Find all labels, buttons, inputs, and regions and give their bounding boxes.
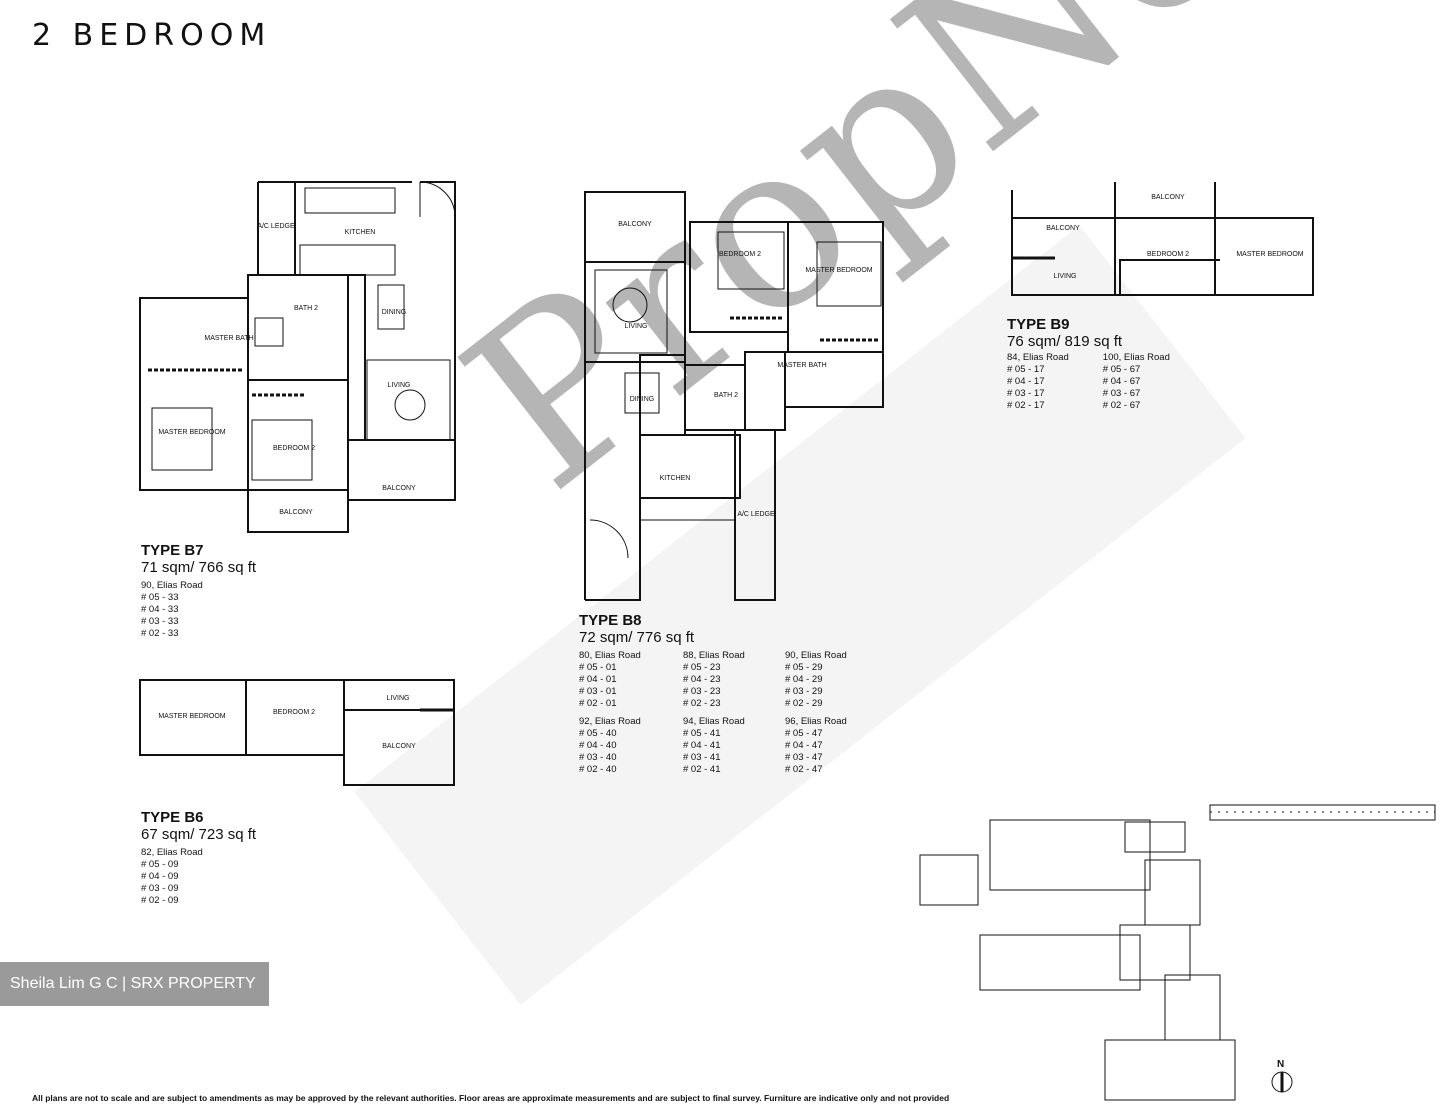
unit-b8-caption: TYPE B8 72 sqm/ 776 sq ft 80, Elias Road… (579, 612, 885, 776)
svg-text:MASTER BEDROOM: MASTER BEDROOM (158, 713, 225, 720)
room-labels-b8: BALCONY BEDROOM 2 MASTER BEDROOM LIVING … (618, 221, 873, 518)
unit-b7-block-0: 90, Elias Road # 05 - 33 # 04 - 33 # 03 … (141, 580, 203, 639)
room-labels-b6: MASTER BEDROOM BEDROOM 2 LIVING BALCONY (158, 695, 416, 750)
svg-text:BALCONY: BALCONY (382, 743, 416, 750)
svg-text:BALCONY: BALCONY (382, 485, 416, 492)
unit-b9-block-1: 100, Elias Road # 05 - 67 # 04 - 67 # 03… (1102, 352, 1170, 411)
svg-text:BATH 2: BATH 2 (294, 305, 318, 312)
unit-b7-caption: TYPE B7 71 sqm/ 766 sq ft 90, Elias Road… (141, 542, 256, 640)
unit-b8-block-5: 96, Elias Road # 05 - 47 # 04 - 47 # 03 … (785, 716, 847, 775)
svg-text:BEDROOM 2: BEDROOM 2 (273, 445, 315, 452)
unit-b6-block-0: 82, Elias Road # 05 - 09 # 04 - 09 # 03 … (141, 847, 203, 906)
unit-b6-area: 67 sqm/ 723 sq ft (141, 826, 257, 843)
unit-b8-block-4: 94, Elias Road # 05 - 41 # 04 - 41 # 03 … (683, 716, 745, 775)
unit-b8-area: 72 sqm/ 776 sq ft (579, 629, 695, 646)
unit-b9-block-0: 84, Elias Road # 05 - 17 # 04 - 17 # 03 … (1007, 352, 1069, 411)
svg-text:BALCONY: BALCONY (1151, 194, 1185, 201)
page-title: 2 BEDROOM (32, 18, 272, 53)
svg-text:MASTER BATH: MASTER BATH (204, 335, 253, 342)
plan-b9 (1011, 182, 1314, 296)
site-map (919, 804, 1436, 1101)
svg-text:A/C LEDGE: A/C LEDGE (737, 511, 775, 518)
room-labels-b9: BALCONY BALCONY LIVING BEDROOM 2 MASTER … (1046, 194, 1304, 280)
svg-text:MASTER BEDROOM: MASTER BEDROOM (1236, 251, 1303, 258)
svg-text:KITCHEN: KITCHEN (345, 229, 376, 236)
unit-b9-area: 76 sqm/ 819 sq ft (1007, 333, 1123, 350)
svg-text:BALCONY: BALCONY (618, 221, 652, 228)
svg-text:BEDROOM 2: BEDROOM 2 (273, 709, 315, 716)
svg-text:A/C LEDGE: A/C LEDGE (257, 223, 295, 230)
svg-text:BATH 2: BATH 2 (714, 392, 738, 399)
svg-text:DINING: DINING (630, 396, 655, 403)
unit-b8-block-2: 90, Elias Road # 05 - 29 # 04 - 29 # 03 … (785, 650, 847, 709)
svg-text:LIVING: LIVING (387, 695, 410, 702)
unit-b8-block-0: 80, Elias Road # 05 - 01 # 04 - 01 # 03 … (579, 650, 641, 709)
unit-b6-caption: TYPE B6 67 sqm/ 723 sq ft 82, Elias Road… (141, 809, 256, 907)
plan-b7 (139, 181, 456, 533)
svg-text:BEDROOM 2: BEDROOM 2 (1147, 251, 1189, 258)
svg-text:KITCHEN: KITCHEN (660, 475, 691, 482)
svg-text:MASTER BEDROOM: MASTER BEDROOM (805, 267, 872, 274)
plan-b6 (139, 679, 455, 786)
svg-text:BALCONY: BALCONY (1046, 225, 1080, 232)
unit-b7-name: TYPE B7 (141, 542, 204, 559)
svg-text:MASTER BATH: MASTER BATH (777, 362, 826, 369)
unit-b8-name: TYPE B8 (579, 612, 642, 629)
plan-b8 (584, 191, 884, 601)
svg-text:LIVING: LIVING (625, 323, 648, 330)
svg-text:MASTER BEDROOM: MASTER BEDROOM (158, 429, 225, 436)
north-label: N (1277, 1059, 1285, 1070)
agent-badge: Sheila Lim G C | SRX PROPERTY (0, 962, 269, 1006)
svg-text:DINING: DINING (382, 309, 407, 316)
disclaimer-text: All plans are not to scale and are subje… (32, 1093, 950, 1103)
unit-b6-name: TYPE B6 (141, 809, 204, 826)
unit-b9-caption: TYPE B9 76 sqm/ 819 sq ft 84, Elias Road… (1007, 316, 1170, 412)
unit-b9-name: TYPE B9 (1007, 316, 1070, 333)
unit-b8-block-1: 88, Elias Road # 05 - 23 # 04 - 23 # 03 … (683, 650, 745, 709)
svg-text:LIVING: LIVING (1054, 273, 1077, 280)
room-labels-b7: A/C LEDGE KITCHEN BATH 2 DINING MASTER B… (158, 223, 416, 516)
unit-b8-block-3: 92, Elias Road # 05 - 40 # 04 - 40 # 03 … (579, 716, 641, 775)
unit-b7-area: 71 sqm/ 766 sq ft (141, 559, 257, 576)
svg-text:BEDROOM 2: BEDROOM 2 (719, 251, 761, 258)
svg-text:LIVING: LIVING (388, 382, 411, 389)
svg-text:BALCONY: BALCONY (279, 509, 313, 516)
